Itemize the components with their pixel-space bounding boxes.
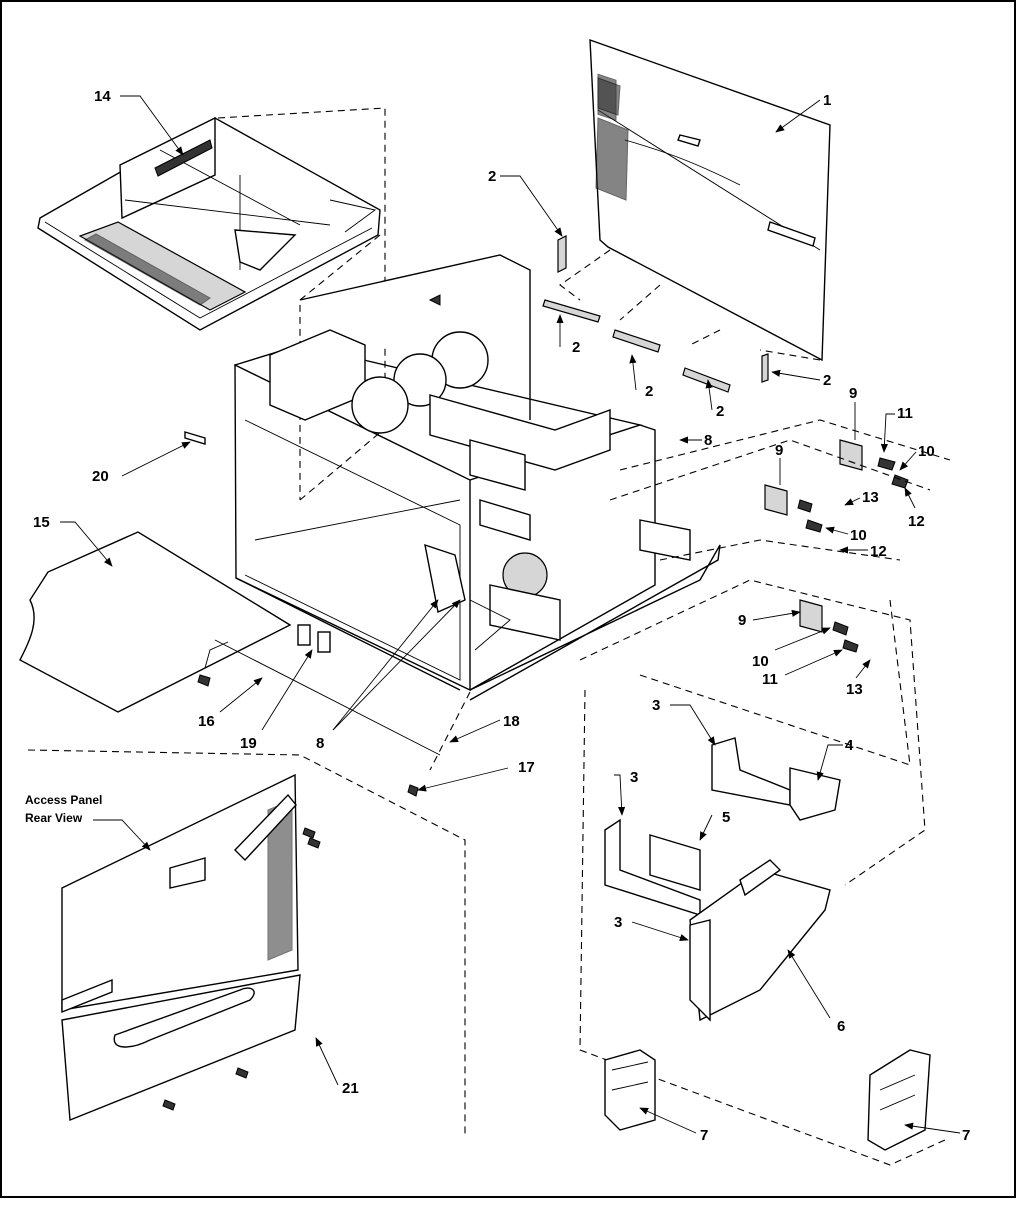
callout-3: 3	[652, 697, 660, 714]
callout-21: 21	[342, 1080, 359, 1097]
caption-rear-view: Rear View	[25, 811, 83, 825]
part-1-rear-panel	[559, 38, 831, 362]
callout-5: 5	[722, 809, 730, 826]
callout-4: 4	[845, 737, 854, 754]
part-14-top-tray	[37, 107, 386, 501]
callout-1: 1	[823, 92, 831, 109]
callout-11: 11	[762, 671, 778, 688]
callout-2: 2	[488, 168, 496, 185]
callout-18: 18	[503, 713, 520, 730]
callout-7: 7	[700, 1127, 708, 1144]
callout-9: 9	[738, 612, 746, 629]
callout-2: 2	[572, 339, 580, 356]
part-7-modules	[604, 1049, 931, 1151]
callout-8: 8	[704, 432, 712, 449]
caption-access-panel: Access Panel	[25, 793, 102, 807]
callout-labels: 14 1 2 2 2 2 2 9 11 10 9 8 13 12 10 12 2…	[25, 88, 970, 1144]
parts-9-13-brackets	[579, 419, 951, 1166]
callout-2: 2	[716, 403, 724, 420]
callout-8: 8	[316, 735, 324, 752]
callout-10: 10	[918, 443, 935, 460]
callout-20: 20	[92, 468, 109, 485]
access-panel-rear-view	[27, 749, 466, 1135]
parts-15-16-19-20	[19, 431, 471, 797]
callout-7: 7	[962, 1127, 970, 1144]
callout-6: 6	[837, 1018, 845, 1035]
callout-17: 17	[518, 759, 535, 776]
callout-10: 10	[850, 527, 867, 544]
callout-9: 9	[849, 385, 857, 402]
callout-3: 3	[614, 914, 622, 931]
callout-19: 19	[240, 735, 257, 752]
callout-15: 15	[33, 514, 50, 531]
callout-12: 12	[870, 543, 887, 560]
callout-13: 13	[862, 489, 879, 506]
callout-2: 2	[645, 383, 653, 400]
callout-11: 11	[897, 405, 913, 422]
callout-3: 3	[630, 769, 638, 786]
callout-13: 13	[846, 681, 863, 698]
callout-12: 12	[908, 513, 925, 530]
parts-3-6-ducts	[604, 737, 841, 1022]
callout-9: 9	[775, 442, 783, 459]
callout-2: 2	[823, 372, 831, 389]
leader-lines	[60, 95, 961, 1134]
main-cabinet	[234, 254, 721, 701]
callout-14: 14	[94, 88, 111, 105]
callout-10: 10	[752, 653, 769, 670]
callout-16: 16	[198, 713, 215, 730]
